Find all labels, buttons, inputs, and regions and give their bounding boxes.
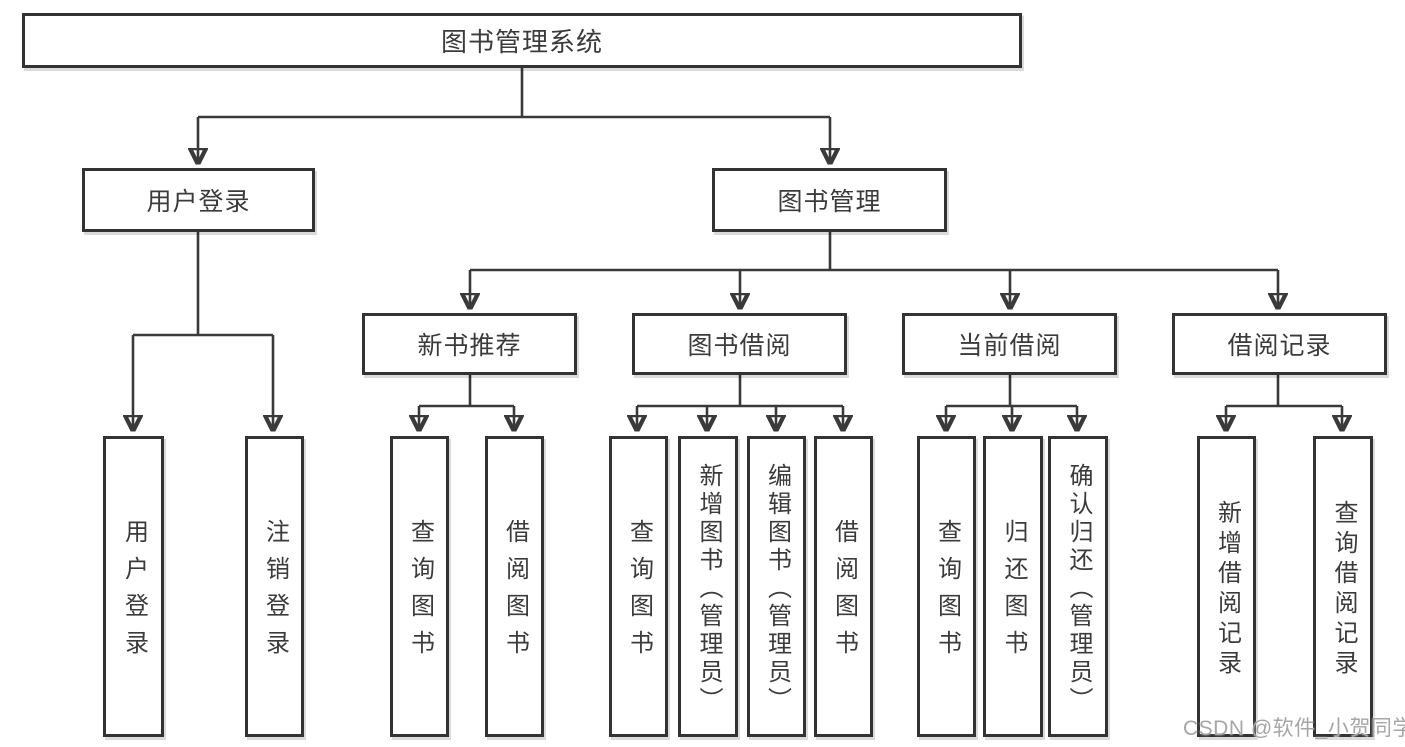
leaf-query-borrow-record: 查询借阅记录 xyxy=(1313,436,1373,737)
leaf-query-book-current: 查询图书 xyxy=(917,436,976,737)
leaf-edit-book-admin: 编辑图书（管理员） xyxy=(747,436,806,737)
leaf-user-login: 用户登录 xyxy=(103,436,164,737)
leaf-label: 新增借阅记录 xyxy=(1213,499,1241,680)
leaf-label: 新增图书（管理员） xyxy=(695,462,722,715)
connector-new-book-bus xyxy=(419,375,514,408)
leaf-label: 查询图书 xyxy=(625,519,653,667)
node-book-borrow: 图书借阅 xyxy=(632,313,847,375)
leaf-query-book-borrow: 查询图书 xyxy=(609,436,668,737)
connector-borrow-records-bus xyxy=(1226,375,1342,408)
connector-book-borrow-bus xyxy=(637,375,843,408)
leaf-label: 归还图书 xyxy=(1000,519,1027,667)
leaf-add-book-admin: 新增图书（管理员） xyxy=(678,436,738,737)
connector-root-bus xyxy=(198,68,830,119)
leaf-label: 查询图书 xyxy=(933,519,961,667)
node-borrow-records: 借阅记录 xyxy=(1172,313,1387,375)
leaf-label: 用户登录 xyxy=(120,519,148,667)
node-book-management: 图书管理 xyxy=(712,168,947,232)
leaf-logout-login: 注销登录 xyxy=(245,436,304,737)
connector-book-management-bus xyxy=(470,232,1278,272)
leaf-confirm-return-admin: 确认归还（管理员） xyxy=(1048,436,1108,737)
leaf-label: 编辑图书（管理员） xyxy=(763,462,791,715)
connector-user-login-bus xyxy=(133,232,273,337)
leaf-label: 借阅图书 xyxy=(830,519,858,667)
csdn-watermark: CSDN @软件_小贺同学 xyxy=(1183,717,1405,740)
node-new-book-recommend: 新书推荐 xyxy=(362,313,577,375)
leaf-label: 查询借阅记录 xyxy=(1330,499,1357,680)
leaf-label: 确认归还（管理员） xyxy=(1065,462,1092,715)
leaf-label: 借阅图书 xyxy=(501,519,529,667)
connector-current-borrow-bus xyxy=(946,375,1077,408)
leaf-return-book: 归还图书 xyxy=(983,436,1043,737)
node-user-login: 用户登录 xyxy=(82,168,315,232)
leaf-add-borrow-record: 新增借阅记录 xyxy=(1197,436,1256,737)
leaf-borrow-book: 借阅图书 xyxy=(814,436,873,737)
leaf-query-book-recommend: 查询图书 xyxy=(390,436,449,737)
node-current-borrow: 当前借阅 xyxy=(902,313,1117,375)
leaf-borrow-book-recommend: 借阅图书 xyxy=(485,436,544,737)
leaf-label: 查询图书 xyxy=(406,519,434,667)
node-library-management-system: 图书管理系统 xyxy=(22,13,1022,68)
leaf-label: 注销登录 xyxy=(261,519,289,667)
